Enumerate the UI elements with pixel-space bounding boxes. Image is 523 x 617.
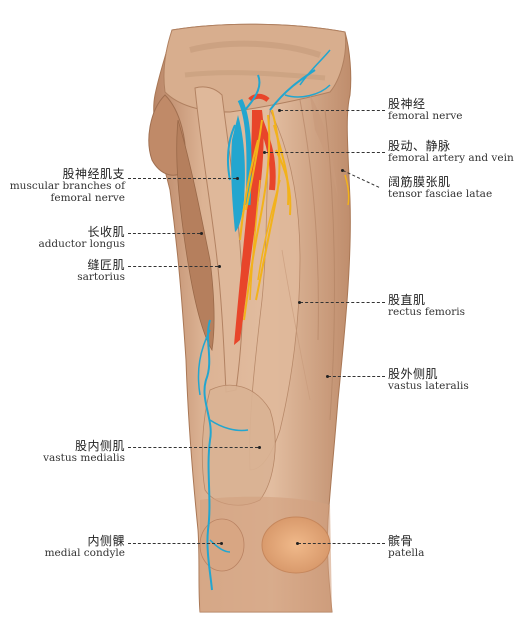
dot-sartorius	[218, 265, 221, 268]
label-medial-condyle: 内侧髁 medial condyle	[44, 534, 125, 560]
leader-adductor-longus	[128, 233, 200, 234]
leader-femoral-nerve	[280, 110, 385, 111]
label-tensor-zh: 阔筋膜张肌	[388, 175, 451, 189]
label-muscular-branches-en: muscular branches of	[9, 180, 125, 193]
label-adductor-longus-en: adductor longus	[38, 238, 125, 251]
dot-medial-condyle	[220, 542, 223, 545]
dot-muscular-branches	[236, 177, 239, 180]
label-sartorius-zh: 缝匠肌	[87, 258, 125, 272]
label-femoral-vessels-en: femoral artery and vein	[388, 152, 514, 165]
leader-femoral-vessels	[265, 152, 385, 153]
label-adductor-longus-zh: 长收肌	[87, 225, 125, 239]
label-patella-zh: 髌骨	[388, 534, 414, 548]
label-vastus-lateralis-zh: 股外侧肌	[388, 367, 439, 381]
vastus-medialis-muscle	[201, 384, 276, 506]
label-femoral-nerve-zh: 股神经	[388, 97, 426, 111]
label-rectus-femoris-zh: 股直肌	[388, 293, 426, 307]
dot-femoral-vessels	[263, 151, 266, 154]
medial-flap	[148, 94, 187, 176]
patella-bone	[261, 516, 331, 574]
leader-medial-condyle	[128, 543, 220, 544]
label-femoral-nerve: 股神经 femoral nerve	[388, 97, 463, 123]
dot-adductor-longus	[200, 232, 203, 235]
leader-rectus-femoris	[300, 302, 385, 303]
label-vastus-medialis-en: vastus medialis	[43, 452, 125, 465]
label-medial-condyle-en: medial condyle	[44, 547, 125, 560]
label-femoral-vessels: 股动、静脉 femoral artery and vein	[388, 139, 514, 165]
label-sartorius-en: sartorius	[77, 271, 125, 284]
femoral-nerve-branches	[239, 109, 292, 321]
dot-vastus-lateralis	[326, 375, 329, 378]
label-muscular-branches-zh: 股神经肌支	[62, 167, 125, 181]
label-vastus-lateralis: 股外侧肌 vastus lateralis	[388, 367, 469, 393]
label-patella: 髌骨 patella	[388, 534, 425, 560]
tensor-fasciae-latae-muscle	[310, 95, 338, 200]
label-tensor-en: tensor fasciae latae	[388, 188, 493, 201]
leader-muscular-branches	[128, 178, 236, 179]
dot-vastus-medialis	[258, 446, 261, 449]
dot-rectus-femoris	[298, 301, 301, 304]
label-femoral-nerve-en: femoral nerve	[388, 110, 463, 123]
dot-tensor	[341, 169, 344, 172]
label-femoral-vessels-zh: 股动、静脉	[388, 139, 451, 153]
great-saphenous-vein	[203, 319, 213, 591]
label-vastus-lateralis-en: vastus lateralis	[388, 380, 469, 393]
leader-vastus-lateralis	[328, 376, 385, 377]
leader-sartorius	[128, 266, 218, 267]
femoral-vein	[231, 115, 245, 232]
label-sartorius: 缝匠肌 sartorius	[77, 258, 125, 284]
label-vastus-medialis: 股内侧肌 vastus medialis	[43, 439, 125, 465]
adductor-longus-muscle	[176, 119, 215, 352]
dot-femoral-nerve	[278, 109, 281, 112]
sartorius-muscle	[194, 86, 244, 393]
label-adductor-longus: 长收肌 adductor longus	[38, 225, 125, 251]
leader-patella	[298, 543, 385, 544]
dot-patella	[296, 542, 299, 545]
medial-condyle-bone	[199, 518, 245, 572]
femoral-artery	[234, 110, 264, 345]
label-patella-en: patella	[388, 547, 425, 560]
label-muscular-branches-en2: femoral nerve	[50, 192, 126, 205]
label-muscular-branches: 股神经肌支 muscular branches of femoral nerve	[9, 167, 126, 205]
label-rectus-femoris-en: rectus femoris	[388, 306, 465, 319]
label-tensor: 阔筋膜张肌 tensor fasciae latae	[388, 175, 493, 201]
label-rectus-femoris: 股直肌 rectus femoris	[388, 293, 465, 319]
leader-vastus-medialis	[128, 447, 258, 448]
label-medial-condyle-zh: 内侧髁	[87, 534, 125, 548]
label-vastus-medialis-zh: 股内侧肌	[74, 439, 125, 453]
